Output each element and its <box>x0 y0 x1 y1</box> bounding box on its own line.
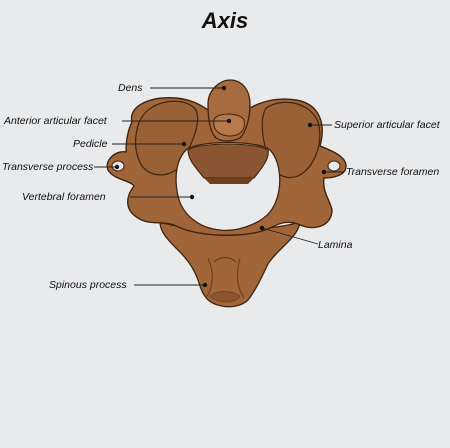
dot-spinous-process <box>202 282 208 288</box>
dens-base-wall-shade <box>204 178 254 184</box>
label-lamina: Lamina <box>318 239 353 251</box>
label-transverse-process: Transverse process <box>2 161 94 173</box>
dot-transverse-foramen <box>321 169 327 175</box>
label-spinous-process: Spinous process <box>49 279 127 291</box>
label-vertebral-foramen: Vertebral foramen <box>22 191 106 203</box>
dot-vertebral-foramen <box>189 194 195 200</box>
diagram-title: Axis <box>201 8 249 33</box>
dot-lamina <box>259 225 265 231</box>
label-transverse-foramen: Transverse foramen <box>346 166 440 178</box>
label-pedicle: Pedicle <box>73 138 108 150</box>
dot-transverse-process <box>114 164 120 170</box>
spinous-process-tip-shade <box>209 291 241 303</box>
leader-lines <box>94 87 344 286</box>
label-superior-articular-facet: Superior articular facet <box>334 119 440 131</box>
dot-pedicle <box>181 141 187 147</box>
right-transverse-foramen <box>327 160 341 172</box>
leader-lamina <box>261 227 319 245</box>
spinous-process-ridge <box>205 256 245 299</box>
dens-base-wall <box>187 143 269 179</box>
leader-dots <box>114 85 327 288</box>
dot-dens <box>221 85 227 91</box>
anterior-articular-facet-shape <box>213 113 245 137</box>
label-anterior-articular-facet: Anterior articular facet <box>4 115 107 127</box>
dot-anterior-articular-facet <box>226 118 232 124</box>
right-superior-articular-facet <box>261 101 321 179</box>
dot-superior-articular-facet <box>307 122 313 128</box>
label-dens: Dens <box>118 82 143 94</box>
